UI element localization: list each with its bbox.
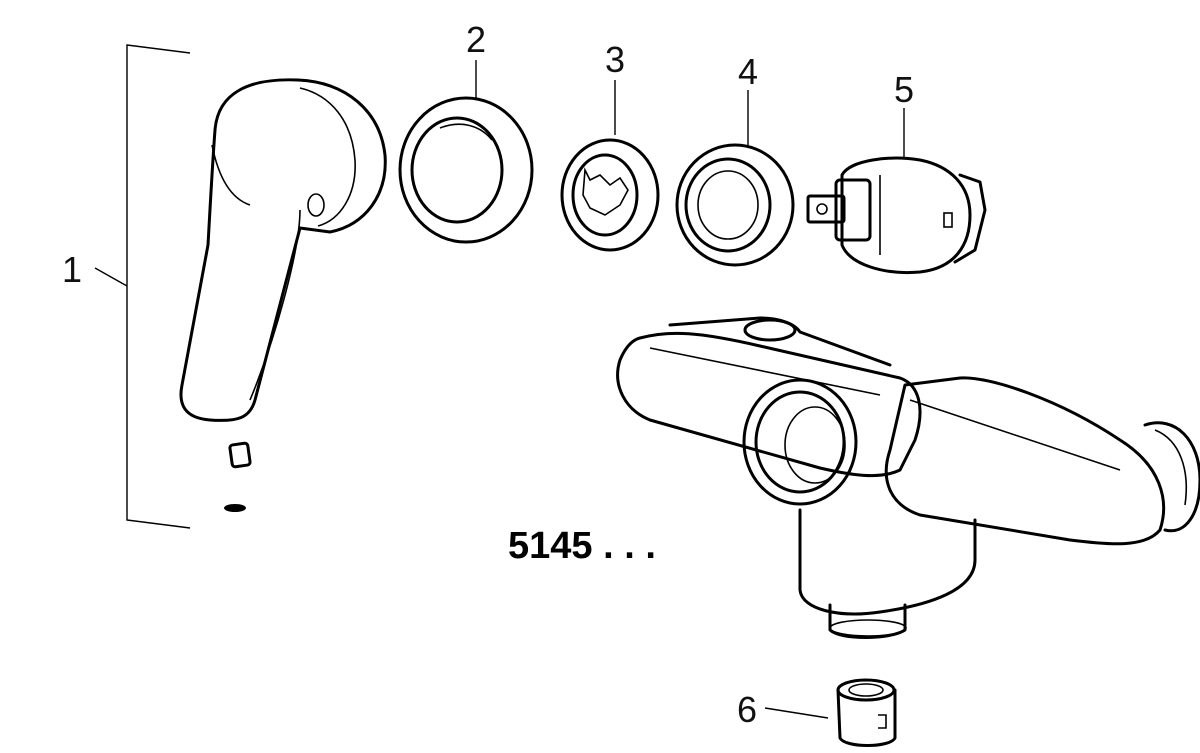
model-code-label: 5145 . . .: [508, 525, 656, 567]
part-5-cartridge: [806, 108, 987, 275]
callout-4: 4: [738, 51, 758, 92]
callout-5: 5: [894, 69, 914, 110]
part-4-nut: [675, 90, 795, 267]
callout-2: 2: [466, 19, 486, 60]
part-6-sleeve: [764, 678, 897, 747]
valve-body: [616, 316, 1200, 639]
part-2-cover-ring: [398, 60, 534, 244]
callout-1: 1: [62, 249, 82, 290]
callout-6: 6: [737, 689, 757, 730]
part-1-lever-handle: [94, 44, 387, 529]
callout-3: 3: [605, 39, 625, 80]
part-3-adapter: [560, 80, 660, 252]
